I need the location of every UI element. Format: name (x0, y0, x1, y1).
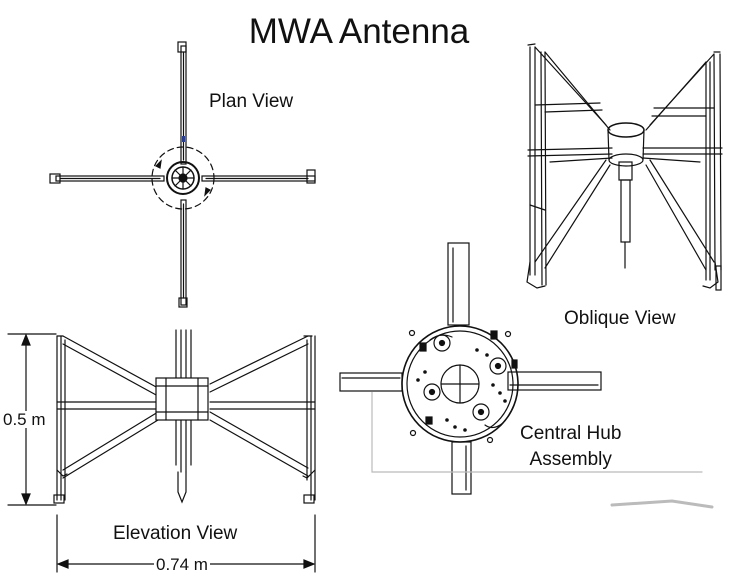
central-hub-label: Central Hub Assembly (520, 421, 621, 472)
central-hub-label-line2: Assembly (529, 448, 612, 470)
central-hub-label-line1: Central Hub (520, 423, 622, 444)
plan-arm-bottom (178, 199, 188, 308)
plan-view-drawing (49, 41, 316, 308)
plan-arm-top (177, 41, 187, 165)
plan-arm-left (49, 173, 165, 184)
plan-arm-right (201, 169, 316, 184)
elevation-view-drawing (53, 329, 316, 504)
oblique-view-drawing (526, 43, 723, 291)
central-hub-drawing (339, 242, 714, 509)
plan-hub (166, 161, 200, 195)
plan-rotation-circle (151, 146, 215, 210)
height-dimension-label: 0.5 m (2, 410, 47, 429)
width-dimension-label: 0.74 m (154, 555, 210, 574)
diagram-title: MWA Antenna (248, 12, 470, 51)
plan-view-label: Plan View (209, 91, 294, 112)
elevation-view-label: Elevation View (113, 523, 238, 544)
oblique-view-label: Oblique View (564, 308, 676, 329)
